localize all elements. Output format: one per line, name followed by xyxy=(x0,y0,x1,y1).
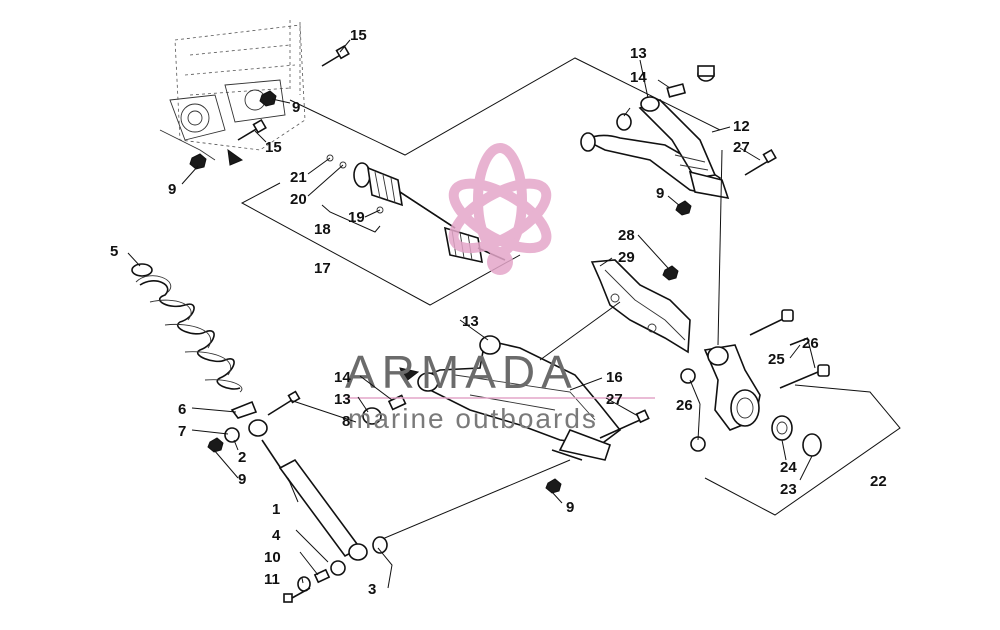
watermark-brand: ARMADA xyxy=(345,346,578,398)
bushing-4 xyxy=(330,560,346,576)
callout-label: 13 xyxy=(630,45,647,62)
callout-label: 5 xyxy=(110,243,118,260)
callout-label: 9 xyxy=(656,185,664,202)
callout-label: 7 xyxy=(178,423,186,440)
engine-frame-drawing xyxy=(159,20,306,161)
bracket-3 xyxy=(377,547,393,589)
bushing-13-left xyxy=(616,113,632,131)
bracket-17 xyxy=(240,182,521,306)
cv-guard xyxy=(590,259,691,354)
callout-label: 10 xyxy=(264,549,281,566)
bracket-22 xyxy=(704,384,901,516)
nut-9-arm xyxy=(675,200,692,216)
shock-absorber xyxy=(248,419,368,561)
callout-label: 9 xyxy=(238,471,246,488)
callout-label: 26 xyxy=(676,397,693,414)
callout-label: 20 xyxy=(290,191,307,208)
callout-label: 16 xyxy=(606,369,623,386)
callout-label: 29 xyxy=(618,249,635,266)
bolt-15-top xyxy=(321,44,350,67)
nut-9-lower xyxy=(545,478,562,494)
callout-label: 4 xyxy=(272,527,281,544)
arrow-pointer-engine xyxy=(227,148,244,166)
callout-label: 25 xyxy=(768,351,785,368)
callout-label: 24 xyxy=(780,459,797,476)
leader-arm-shock xyxy=(379,459,571,541)
bolt-shock-lower xyxy=(283,587,311,603)
bushing-26-left xyxy=(680,368,696,384)
nut-28 xyxy=(662,265,679,281)
steering-knuckle xyxy=(703,344,761,431)
leader-arm-guard xyxy=(539,301,621,361)
callout-label: 9 xyxy=(566,499,574,516)
lower-a-arm xyxy=(417,335,622,461)
bolt-8-shock xyxy=(267,390,301,416)
callout-labels: 15 9 15 9 21 20 19 18 17 13 14 12 27 9 2… xyxy=(110,27,887,598)
bushing-2 xyxy=(224,427,240,443)
arrow-pointer-arm xyxy=(399,367,420,383)
nut-9-left xyxy=(189,153,207,170)
watermark-tagline: marine outboards xyxy=(348,403,598,434)
callout-label: 2 xyxy=(238,449,246,466)
callout-label: 23 xyxy=(780,481,797,498)
armada-logo xyxy=(448,143,552,275)
callout-label: 22 xyxy=(870,473,887,490)
sleeve-25 xyxy=(789,337,809,346)
callout-label: 9 xyxy=(168,181,176,198)
sleeve-14-top xyxy=(666,83,687,98)
callout-label: 13 xyxy=(334,391,351,408)
snap-ring-23 xyxy=(802,433,822,457)
bolt-26-top xyxy=(749,309,794,336)
callout-label: 26 xyxy=(802,335,819,352)
callout-label: 17 xyxy=(314,260,331,277)
callout-label: 18 xyxy=(314,221,331,238)
callout-label: 14 xyxy=(630,69,647,86)
callout-label: 14 xyxy=(334,369,351,386)
callout-label: 11 xyxy=(264,571,280,588)
bracket-18 xyxy=(321,204,381,233)
coil-spring xyxy=(135,275,243,393)
upper-a-arm xyxy=(580,96,730,200)
bolt-27-top xyxy=(744,148,777,176)
sleeve-10 xyxy=(313,568,331,584)
bolt-26-lower xyxy=(779,364,830,389)
bushing-3 xyxy=(372,536,388,554)
callout-label: 15 xyxy=(350,27,367,44)
nut-9-top xyxy=(259,90,277,107)
callout-label: 21 xyxy=(290,169,307,186)
leader-knuckle-arm xyxy=(717,149,723,346)
callout-label: 9 xyxy=(292,99,300,116)
nut-9-shock xyxy=(207,437,224,453)
callout-label: 13 xyxy=(462,313,479,330)
callout-label: 19 xyxy=(348,209,365,226)
callout-label: 8 xyxy=(342,413,350,430)
callout-label: 1 xyxy=(272,501,280,518)
spring-seat-6 xyxy=(230,400,258,419)
callout-label: 15 xyxy=(265,139,282,156)
callout-label: 28 xyxy=(618,227,635,244)
callout-label: 3 xyxy=(368,581,376,598)
bolt-15-lower xyxy=(237,118,267,141)
bolt-27-lower xyxy=(599,409,650,439)
callout-leaders xyxy=(127,39,816,584)
bushing-13-top xyxy=(697,65,715,82)
callout-label: 6 xyxy=(178,401,186,418)
bearing-24 xyxy=(771,415,793,441)
callout-label: 27 xyxy=(606,391,623,408)
callout-label: 27 xyxy=(733,139,750,156)
callout-label: 12 xyxy=(733,118,750,135)
spring-retainer-5 xyxy=(131,263,153,277)
